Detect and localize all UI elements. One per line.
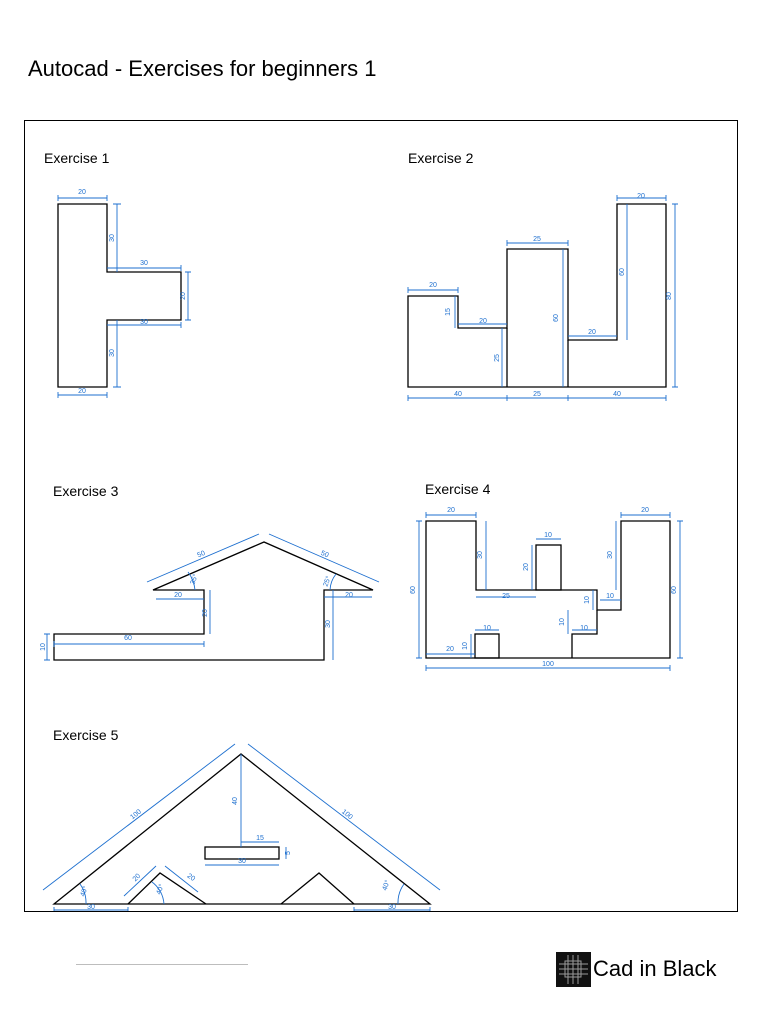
ex1-dim-upper-height: 30 — [109, 234, 116, 242]
ex4-dim-left-block-width: 20 — [447, 507, 455, 514]
ex4-dim-right-height: 60 — [671, 586, 678, 594]
ex2-dim-right-step-width: 20 — [588, 329, 596, 336]
ex4-dim-total-width: 100 — [542, 661, 554, 668]
ex1-dim-lower-height: 30 — [109, 349, 116, 357]
exercise-5-left-truss — [127, 872, 207, 905]
drawing-sheet-frame: Exercise 1 Exercise 2 Exercise 3 Exercis… — [24, 120, 738, 912]
ex2-dim-total-height: 80 — [666, 292, 673, 300]
ex5-dim-base-left: 30 — [87, 904, 95, 911]
exercise-1-t-shape — [57, 203, 182, 388]
ex3-dim-right-wall: 30 — [325, 620, 332, 628]
ex4-dim-right-block-width: 20 — [641, 507, 649, 514]
exercise-4-title: Exercise 4 — [425, 481, 491, 497]
ex5-dim-base-right: 30 — [388, 904, 396, 911]
exercise-1-drawing: 20 30 30 20 30 30 20 — [57, 189, 191, 398]
ex2-dim-middle-height: 60 — [553, 314, 560, 322]
ex4-dim-left-depth: 30 — [477, 551, 484, 559]
exercise-4-drawing: 20 20 10 30 20 30 25 10 10 60 60 10 10 1… — [410, 507, 683, 671]
exercise-3-dimension-lines — [44, 533, 380, 661]
ex2-dim-right-inner-height: 60 — [619, 268, 626, 276]
exercise-3-house-shape — [53, 541, 374, 661]
exercise-2-title: Exercise 2 — [408, 150, 474, 166]
ex3-dim-eave-right: 20 — [345, 592, 353, 599]
ex3-dim-eave-left: 20 — [174, 592, 182, 599]
ex5-dim-center-height: 40 — [232, 797, 239, 805]
ex2-dim-middle-width: 25 — [533, 236, 541, 243]
exercise-3-drawing: 50 50 35° 25° 20 20 20 30 60 10 — [40, 533, 380, 661]
exercise-5-drawing: 100 100 40 15 5 30 20 20 40° 40° 40° 30 … — [42, 743, 441, 911]
ex4-dim-step-height-lower: 10 — [559, 618, 566, 626]
brand-name: Cad in Black — [593, 956, 717, 981]
exercise-4-bottom-notch — [474, 633, 500, 659]
ex3-dim-roof-right: 50 — [320, 550, 330, 560]
ex5-dim-beam-length: 30 — [238, 858, 246, 865]
ex4-dim-notch-width: 10 — [544, 532, 552, 539]
ex4-dim-step-width-lower: 10 — [580, 625, 588, 632]
cad-in-black-logo-icon — [556, 951, 591, 987]
ex3-dim-step-height: 20 — [202, 609, 209, 617]
ex3-dim-roof-left: 50 — [196, 550, 206, 560]
exercise-5-dimension-lines — [42, 743, 441, 911]
exercise-3-title: Exercise 3 — [53, 483, 119, 499]
exercise-5-roof-outline — [52, 753, 432, 905]
ex4-dim-floor-offset: 25 — [502, 593, 510, 600]
ex5-dim-beam-half: 15 — [256, 835, 264, 842]
exercise-5-beam — [204, 846, 280, 860]
exercise-1-title: Exercise 1 — [44, 150, 110, 166]
ex4-dim-left-height: 60 — [410, 586, 417, 594]
ex5-dim-truss-left-side: 20 — [132, 873, 143, 884]
exercise-4-top-notch — [535, 544, 562, 591]
ex1-dim-bottom-width: 20 — [78, 388, 86, 395]
ex2-dim-bottom-right: 40 — [613, 391, 621, 398]
ex1-dim-arm-bottom: 30 — [140, 319, 148, 326]
ex5-dim-angle-truss: 40° — [155, 883, 166, 896]
exercise-2-drawing: 20 15 20 25 25 60 20 20 60 80 40 25 40 — [407, 193, 678, 401]
exercise-4-inner-step — [571, 610, 598, 658]
ex4-dim-notch-height: 20 — [523, 563, 530, 571]
exercise-4-dimension-lines — [416, 512, 683, 671]
ex2-dim-left-low-height: 25 — [494, 354, 501, 362]
ex2-dim-left-step-height: 15 — [445, 308, 452, 316]
ex4-dim-bottom-notch-offset: 20 — [446, 646, 454, 653]
brand-block: Cad in Black — [556, 951, 717, 987]
document-title: Autocad - Exercises for beginners 1 — [28, 56, 377, 81]
ex3-dim-base-height: 10 — [40, 643, 47, 651]
ex4-dim-bottom-notch-height: 10 — [462, 642, 469, 650]
ex3-dim-base-length: 60 — [124, 635, 132, 642]
ex1-dim-arm-height: 20 — [180, 292, 187, 300]
ex3-dim-angle-right: 25° — [322, 575, 333, 588]
ex5-dim-angle-left: 40° — [79, 885, 90, 898]
exercise-2-dimension-lines — [407, 195, 678, 401]
exercise-2-stepped-shape — [407, 203, 667, 388]
ex2-dim-left-step-width: 20 — [479, 318, 487, 325]
exercise-5-right-truss — [280, 872, 355, 905]
ex2-dim-bottom-left: 40 — [454, 391, 462, 398]
ex3-dim-angle-left: 35° — [189, 573, 200, 586]
ex5-dim-beam-height: 5 — [285, 851, 292, 855]
ex2-dim-bottom-middle: 25 — [533, 391, 541, 398]
ex4-dim-step-height-upper: 10 — [584, 596, 591, 604]
ex1-dim-top-width: 20 — [78, 189, 86, 196]
ex2-dim-left-block-width: 20 — [429, 282, 437, 289]
ex2-dim-right-block-width: 20 — [637, 193, 645, 200]
ex1-dim-arm-top: 30 — [140, 260, 148, 267]
ex4-dim-step-width-upper: 10 — [606, 593, 614, 600]
ex4-dim-bottom-notch-width: 10 — [483, 625, 491, 632]
exercise-4-outline — [425, 520, 671, 659]
footer-divider — [76, 964, 248, 965]
exercise-1-dimension-lines — [57, 195, 191, 398]
ex5-dim-angle-right: 40° — [381, 879, 392, 892]
ex4-dim-right-depth: 30 — [607, 551, 614, 559]
ex5-dim-truss-right-side: 20 — [186, 873, 196, 883]
exercise-5-title: Exercise 5 — [53, 727, 119, 743]
